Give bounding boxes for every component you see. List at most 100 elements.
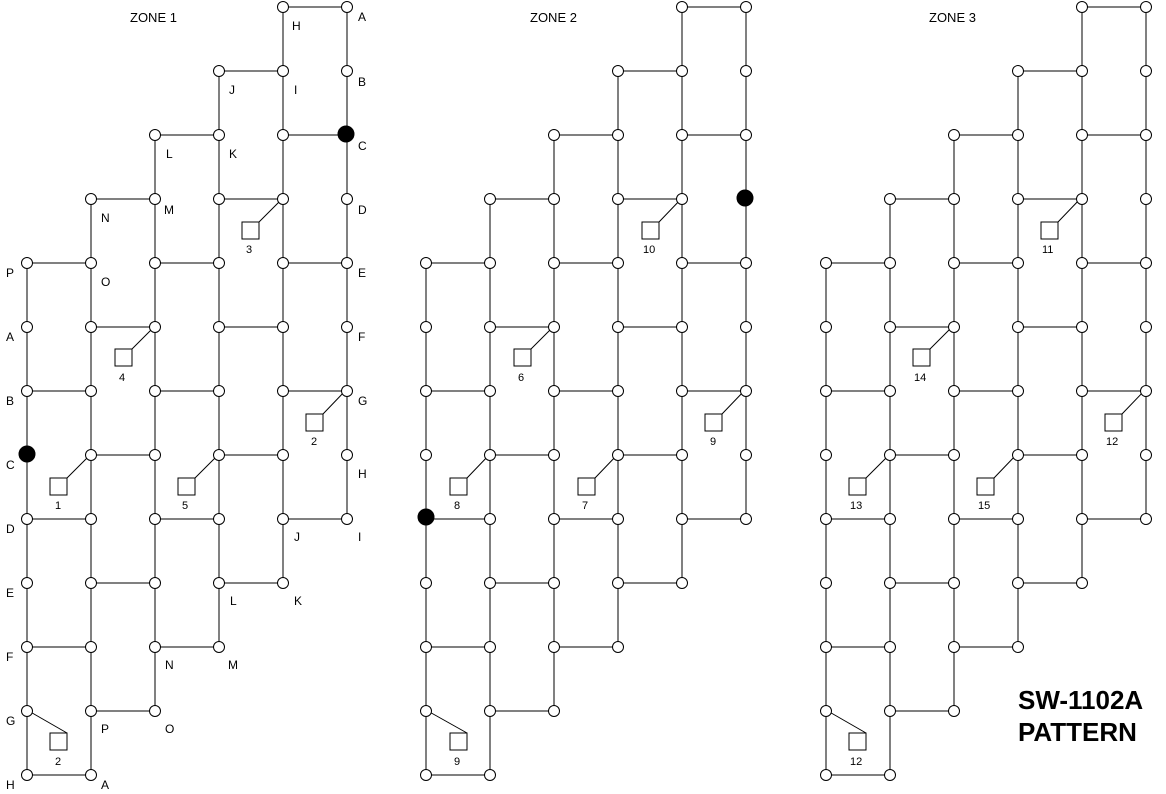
node	[21, 513, 33, 525]
node	[85, 705, 97, 717]
node	[1076, 513, 1088, 525]
zone1-letter: C	[358, 139, 367, 153]
pattern-title-line-1: SW-1102A	[1018, 685, 1143, 715]
zone1-letter: M	[228, 658, 238, 672]
node	[1140, 321, 1152, 333]
node	[341, 321, 353, 333]
node	[740, 513, 752, 525]
node	[1012, 193, 1024, 205]
node	[149, 193, 161, 205]
pattern-title-line-2: PATTERN	[1018, 717, 1137, 747]
port-box	[848, 477, 867, 496]
node	[213, 193, 225, 205]
node	[213, 641, 225, 653]
node	[420, 257, 432, 269]
node	[820, 257, 832, 269]
node	[149, 577, 161, 589]
filled-node	[736, 189, 754, 207]
node	[884, 449, 896, 461]
node	[676, 385, 688, 397]
port-box	[704, 413, 723, 432]
node	[740, 385, 752, 397]
port-number: 5	[182, 500, 188, 512]
port-box	[641, 221, 660, 240]
node	[420, 385, 432, 397]
node	[484, 513, 496, 525]
node	[948, 577, 960, 589]
zone1-letter: G	[6, 714, 15, 728]
node	[484, 193, 496, 205]
zone1-letter: E	[358, 266, 366, 280]
node	[820, 321, 832, 333]
node	[213, 385, 225, 397]
node	[213, 257, 225, 269]
node	[676, 257, 688, 269]
zone1-letter: A	[101, 778, 109, 792]
zone1-letter: A	[6, 330, 14, 344]
zone1-letter: O	[101, 275, 110, 289]
node	[612, 449, 624, 461]
port-number: 12	[850, 756, 862, 768]
node	[884, 577, 896, 589]
node	[1076, 65, 1088, 77]
node	[948, 705, 960, 717]
wires	[26, 6, 1147, 776]
node	[676, 449, 688, 461]
node	[548, 449, 560, 461]
node	[85, 385, 97, 397]
zone1-letter: D	[358, 203, 367, 217]
node	[85, 321, 97, 333]
node	[1012, 385, 1024, 397]
zone1-letter: B	[358, 75, 366, 89]
filled-node	[337, 125, 355, 143]
node	[740, 257, 752, 269]
port-box	[577, 477, 596, 496]
labels: ZONE 1 ZONE 2 ZONE 3 A B C D E F G H I J…	[6, 10, 1143, 792]
node	[948, 321, 960, 333]
port-number: 14	[914, 372, 926, 384]
node	[420, 769, 432, 781]
node	[820, 641, 832, 653]
port-box	[513, 348, 532, 367]
node	[1012, 513, 1024, 525]
node	[820, 385, 832, 397]
node	[420, 641, 432, 653]
node	[676, 321, 688, 333]
port-box	[449, 477, 468, 496]
zone1-letter: L	[230, 594, 237, 608]
node	[85, 513, 97, 525]
zone1-letter: P	[101, 722, 109, 736]
zone1-letter: M	[164, 203, 174, 217]
node	[277, 65, 289, 77]
zone1-letter: H	[358, 467, 367, 481]
node	[740, 65, 752, 77]
node	[21, 257, 33, 269]
node	[213, 129, 225, 141]
node	[484, 321, 496, 333]
node	[277, 513, 289, 525]
node	[21, 705, 33, 717]
node	[948, 641, 960, 653]
node	[676, 129, 688, 141]
node	[548, 385, 560, 397]
zone1-letter: I	[294, 83, 297, 97]
node	[820, 513, 832, 525]
nodes	[18, 1, 1152, 781]
node	[884, 513, 896, 525]
node	[548, 193, 560, 205]
node	[277, 1, 289, 13]
node	[548, 513, 560, 525]
node	[341, 449, 353, 461]
zone1-letter: C	[6, 458, 15, 472]
port-box	[976, 477, 995, 496]
zone1-letter: B	[6, 394, 14, 408]
zone1-letter: P	[6, 266, 14, 280]
node	[484, 449, 496, 461]
port-number: 1	[55, 500, 61, 512]
port-number: 15	[978, 500, 990, 512]
node	[676, 193, 688, 205]
zone1-letter: D	[6, 522, 15, 536]
zone1-letter: J	[229, 83, 235, 97]
node	[85, 449, 97, 461]
